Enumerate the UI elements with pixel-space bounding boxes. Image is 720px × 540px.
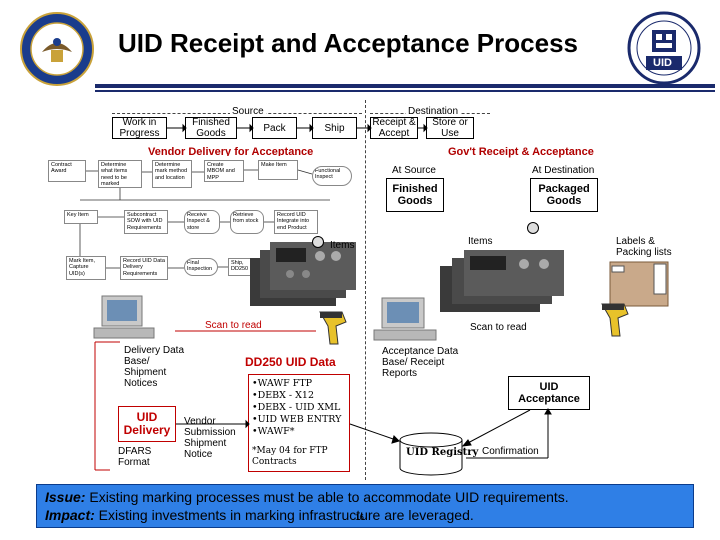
vendor-step-receive-inspect: Receive Inspect & store bbox=[184, 210, 220, 234]
acceptance-database-label: Acceptance Data Base/ Receipt Reports bbox=[382, 346, 466, 379]
dd250-item-2: •DEBX - X12 bbox=[252, 390, 315, 401]
issue-text: Existing marking processes must be able … bbox=[85, 489, 569, 505]
vendor-step-subcontract: Subcontract SOW with UID Requirements bbox=[124, 210, 168, 234]
impact-text: Existing investments in marking infrastr… bbox=[94, 506, 474, 523]
at-source-label: At Source bbox=[392, 165, 436, 176]
labels-packing-label: Labels & Packing lists bbox=[616, 236, 684, 258]
source-label: Source bbox=[230, 106, 266, 117]
dd250-item-1: •WAWF FTP bbox=[252, 378, 313, 389]
vendor-section-title: Vendor Delivery for Acceptance bbox=[148, 146, 314, 158]
gov-section-title: Gov't Receipt & Acceptance bbox=[448, 146, 594, 158]
delivery-database-label: Delivery Data Base/ Shipment Notices bbox=[124, 345, 194, 389]
equipment-stack-left-icon bbox=[250, 240, 358, 310]
vendor-step-determine-items: Determine what items need to be marked bbox=[98, 160, 142, 188]
equipment-stack-right-icon bbox=[440, 246, 570, 316]
finished-goods-box: Finished Goods bbox=[386, 178, 444, 212]
packing-box-icon bbox=[608, 256, 670, 308]
at-destination-label: At Destination bbox=[532, 165, 595, 176]
vendor-step-final-inspection: Final Inspection bbox=[184, 258, 218, 276]
step-finished-goods: Finished Goods bbox=[185, 117, 237, 139]
uid-acceptance-box: UID Acceptance bbox=[508, 376, 590, 410]
delivery-database-text: Delivery Data Base/ Shipment Notices bbox=[124, 345, 185, 389]
footer-banner: Issue: Existing marking processes must b… bbox=[36, 484, 694, 528]
vendor-step-record-data: Record UID Data Delivery Requirements bbox=[120, 256, 168, 280]
confirmation-label: Confirmation bbox=[482, 446, 539, 457]
dd250-item-4: •UID WEB ENTRY bbox=[252, 414, 342, 425]
title-rule-thin bbox=[95, 90, 715, 92]
step-receipt-accept: Receipt & Accept bbox=[370, 117, 418, 139]
labels-packing-text: Labels & Packing lists bbox=[616, 236, 672, 258]
vendor-step-create-mbom: Create MBOM and MPP bbox=[204, 160, 244, 182]
scanner-right-icon bbox=[598, 300, 632, 340]
vendor-step-record-uid: Record UID Integrate into end Product bbox=[274, 210, 318, 234]
vendor-submission-label: Vendor Submission Shipment Notice bbox=[184, 416, 246, 460]
vendor-step-mark-item: Mark Item, Capture UID(s) bbox=[66, 256, 106, 280]
scanner-left-icon bbox=[316, 308, 350, 348]
dod-seal-icon bbox=[20, 12, 94, 86]
uid-logo-text: UID bbox=[653, 57, 672, 69]
vendor-step-key-item: Key Item bbox=[64, 210, 98, 224]
title-rule bbox=[95, 84, 715, 88]
page-title: UID Receipt and Acceptance Process bbox=[118, 28, 578, 58]
computer-right-icon bbox=[373, 296, 444, 346]
uid-registry-label: UID Registry bbox=[406, 447, 479, 458]
item-tag-left-icon bbox=[312, 236, 324, 248]
vendor-step-retrieve: Retrieve from stock bbox=[230, 210, 264, 234]
acceptance-database-text: Acceptance Data Base/ Receipt Reports bbox=[382, 346, 459, 379]
computer-left-icon bbox=[93, 294, 160, 344]
dd250-note-text: *May 04 for FTP Contracts bbox=[252, 446, 328, 467]
footer-issue-line: Issue: Existing marking processes must b… bbox=[45, 489, 685, 507]
scan-left-label: Scan to read bbox=[205, 320, 262, 331]
uid-logo-icon: UID bbox=[627, 11, 701, 85]
issue-label: Issue: bbox=[45, 489, 86, 505]
vendor-step-determine-mark: Determine mark method and location bbox=[152, 160, 192, 188]
footer-impact-line: Impact: Existing investments in marking … bbox=[45, 507, 685, 525]
destination-label: Destination bbox=[406, 106, 461, 117]
vendor-step-functional-inspect: Functional Inspect bbox=[312, 166, 352, 186]
dfars-format-text: DFARS Format bbox=[118, 446, 152, 468]
dd250-title: DD250 UID Data bbox=[245, 355, 336, 369]
dd250-item-5: •WAWF* bbox=[252, 426, 295, 437]
scan-right-label: Scan to read bbox=[470, 322, 527, 333]
uid-registry-icon bbox=[398, 432, 464, 476]
dd250-note: *May 04 for FTP Contracts bbox=[252, 446, 346, 468]
dfars-format-label: DFARS Format bbox=[118, 446, 168, 468]
vendor-submission-text: Vendor Submission Shipment Notice bbox=[184, 416, 236, 460]
step-work-in-progress: Work in Progress bbox=[112, 117, 167, 139]
uid-delivery-box: UID Delivery bbox=[118, 406, 176, 442]
source-destination-divider bbox=[365, 100, 366, 480]
impact-label: Impact: bbox=[45, 506, 95, 523]
items-left-label: Items bbox=[330, 240, 355, 251]
packaged-goods-box: Packaged Goods bbox=[530, 178, 598, 212]
dd250-item-3: •DEBX - UID XML bbox=[252, 402, 341, 413]
page-number: 16 bbox=[355, 513, 364, 522]
items-right-label: Items bbox=[468, 236, 493, 247]
vendor-step-make-item: Make Item bbox=[258, 160, 298, 180]
vendor-step-contract-award: Contract Award bbox=[48, 160, 86, 182]
item-tag-right-icon bbox=[527, 222, 539, 234]
